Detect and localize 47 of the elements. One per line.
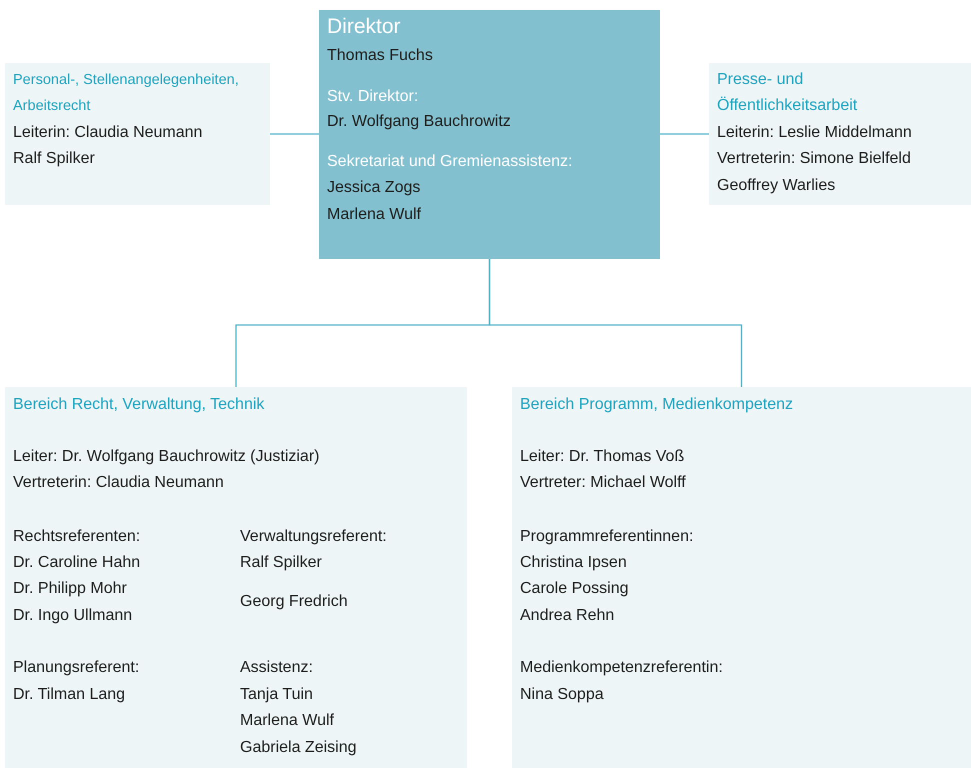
person-name: Dr. Philipp Mohr [13,579,127,599]
person-name: Leiterin: Claudia Neumann [13,123,202,143]
person-name: Ralf Spilker [240,553,322,573]
unit-heading: Bereich Recht, Verwaltung, Technik [13,395,264,415]
staff-unit-box [5,63,270,205]
person-name: Ralf Spilker [13,149,95,169]
connector-line [488,259,742,387]
unit-heading: Presse- und Öffentlichkeitsarbeit [717,70,858,116]
department-box [5,387,467,768]
person-name: Programmreferentinnen: [520,527,694,547]
person-name: Vertreter: Michael Wolff [520,473,686,493]
person-name: Vertreterin: Simone Bielfeld [717,149,911,169]
department-box [512,387,971,768]
person-name: Dr. Wolfgang Bauchrowitz [327,112,511,132]
person-name: Tanja Tuin [240,685,313,705]
connector-line [660,133,709,135]
role-heading: Sekretariat und Gremienassistenz: [327,152,572,172]
person-name: Vertreterin: Claudia Neumann [13,473,224,493]
director-box [319,10,660,259]
unit-heading: Personal-, Stellenangelegenheiten, Arbeitsrecht [13,71,240,116]
person-name: Planungsreferent: [13,658,140,678]
person-name: Rechtsreferenten: [13,527,140,547]
person-name: Dr. Tilman Lang [13,685,126,705]
person-name: Christina Ipsen [520,553,627,573]
person-name: Marlena Wulf [327,205,421,225]
person-name: Dr. Caroline Hahn [13,553,140,573]
person-name: Dr. Ingo Ullmann [13,606,132,626]
person-name: Thomas Fuchs [327,46,433,66]
director-title: Direktor [327,14,401,40]
person-name: Gabriela Zeising [240,738,356,758]
person-name: Medienkompetenzreferentin: [520,658,723,678]
person-name: Marlena Wulf [240,711,334,731]
person-name: Assistenz: [240,658,313,678]
person-name: Carole Possing [520,579,628,599]
role-heading: Stv. Direktor: [327,87,418,107]
person-name: Leiter: Dr. Wolfgang Bauchrowitz (Justiziar) [13,447,320,467]
unit-heading: Bereich Programm, Medienkompetenz [520,395,794,415]
person-name: Andrea Rehn [520,606,614,626]
person-name: Geoffrey Warlies [717,176,836,196]
staff-unit-box [709,63,971,205]
person-name: Nina Soppa [520,685,604,705]
person-name: Verwaltungsreferent: [240,527,387,547]
person-name: Leiterin: Leslie Middelmann [717,123,912,143]
person-name: Leiter: Dr. Thomas Voß [520,447,684,467]
connector-line [270,133,319,135]
person-name: Georg Fredrich [240,592,348,612]
person-name: Jessica Zogs [327,178,420,198]
